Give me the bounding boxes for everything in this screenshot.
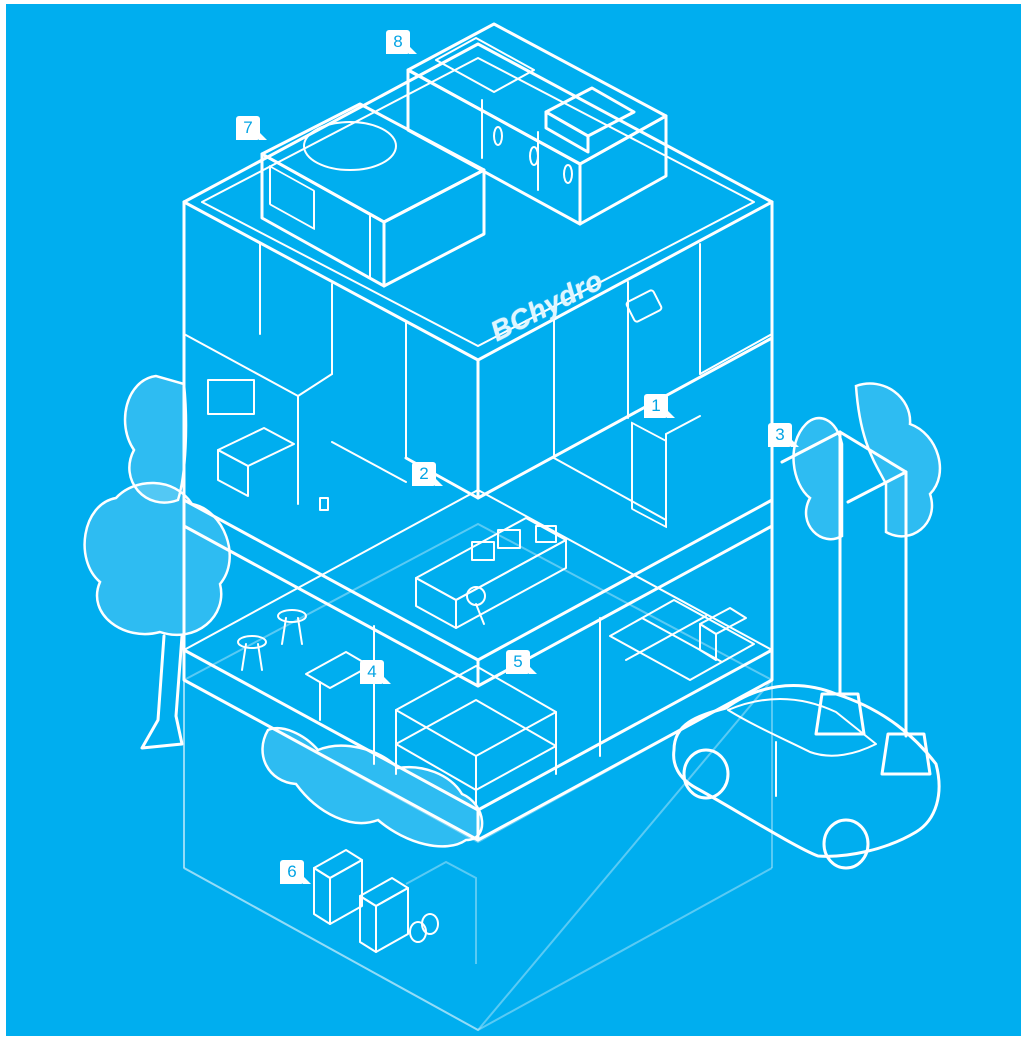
- marker-2[interactable]: 2: [412, 462, 436, 486]
- marker-1[interactable]: 1: [644, 394, 668, 418]
- marker-7[interactable]: 7: [236, 116, 260, 140]
- marker-5[interactable]: 5: [506, 650, 530, 674]
- building-diagram: [6, 4, 1021, 1036]
- marker-6[interactable]: 6: [280, 860, 304, 884]
- marker-8[interactable]: 8: [386, 30, 410, 54]
- marker-4[interactable]: 4: [360, 660, 384, 684]
- marker-3[interactable]: 3: [768, 423, 792, 447]
